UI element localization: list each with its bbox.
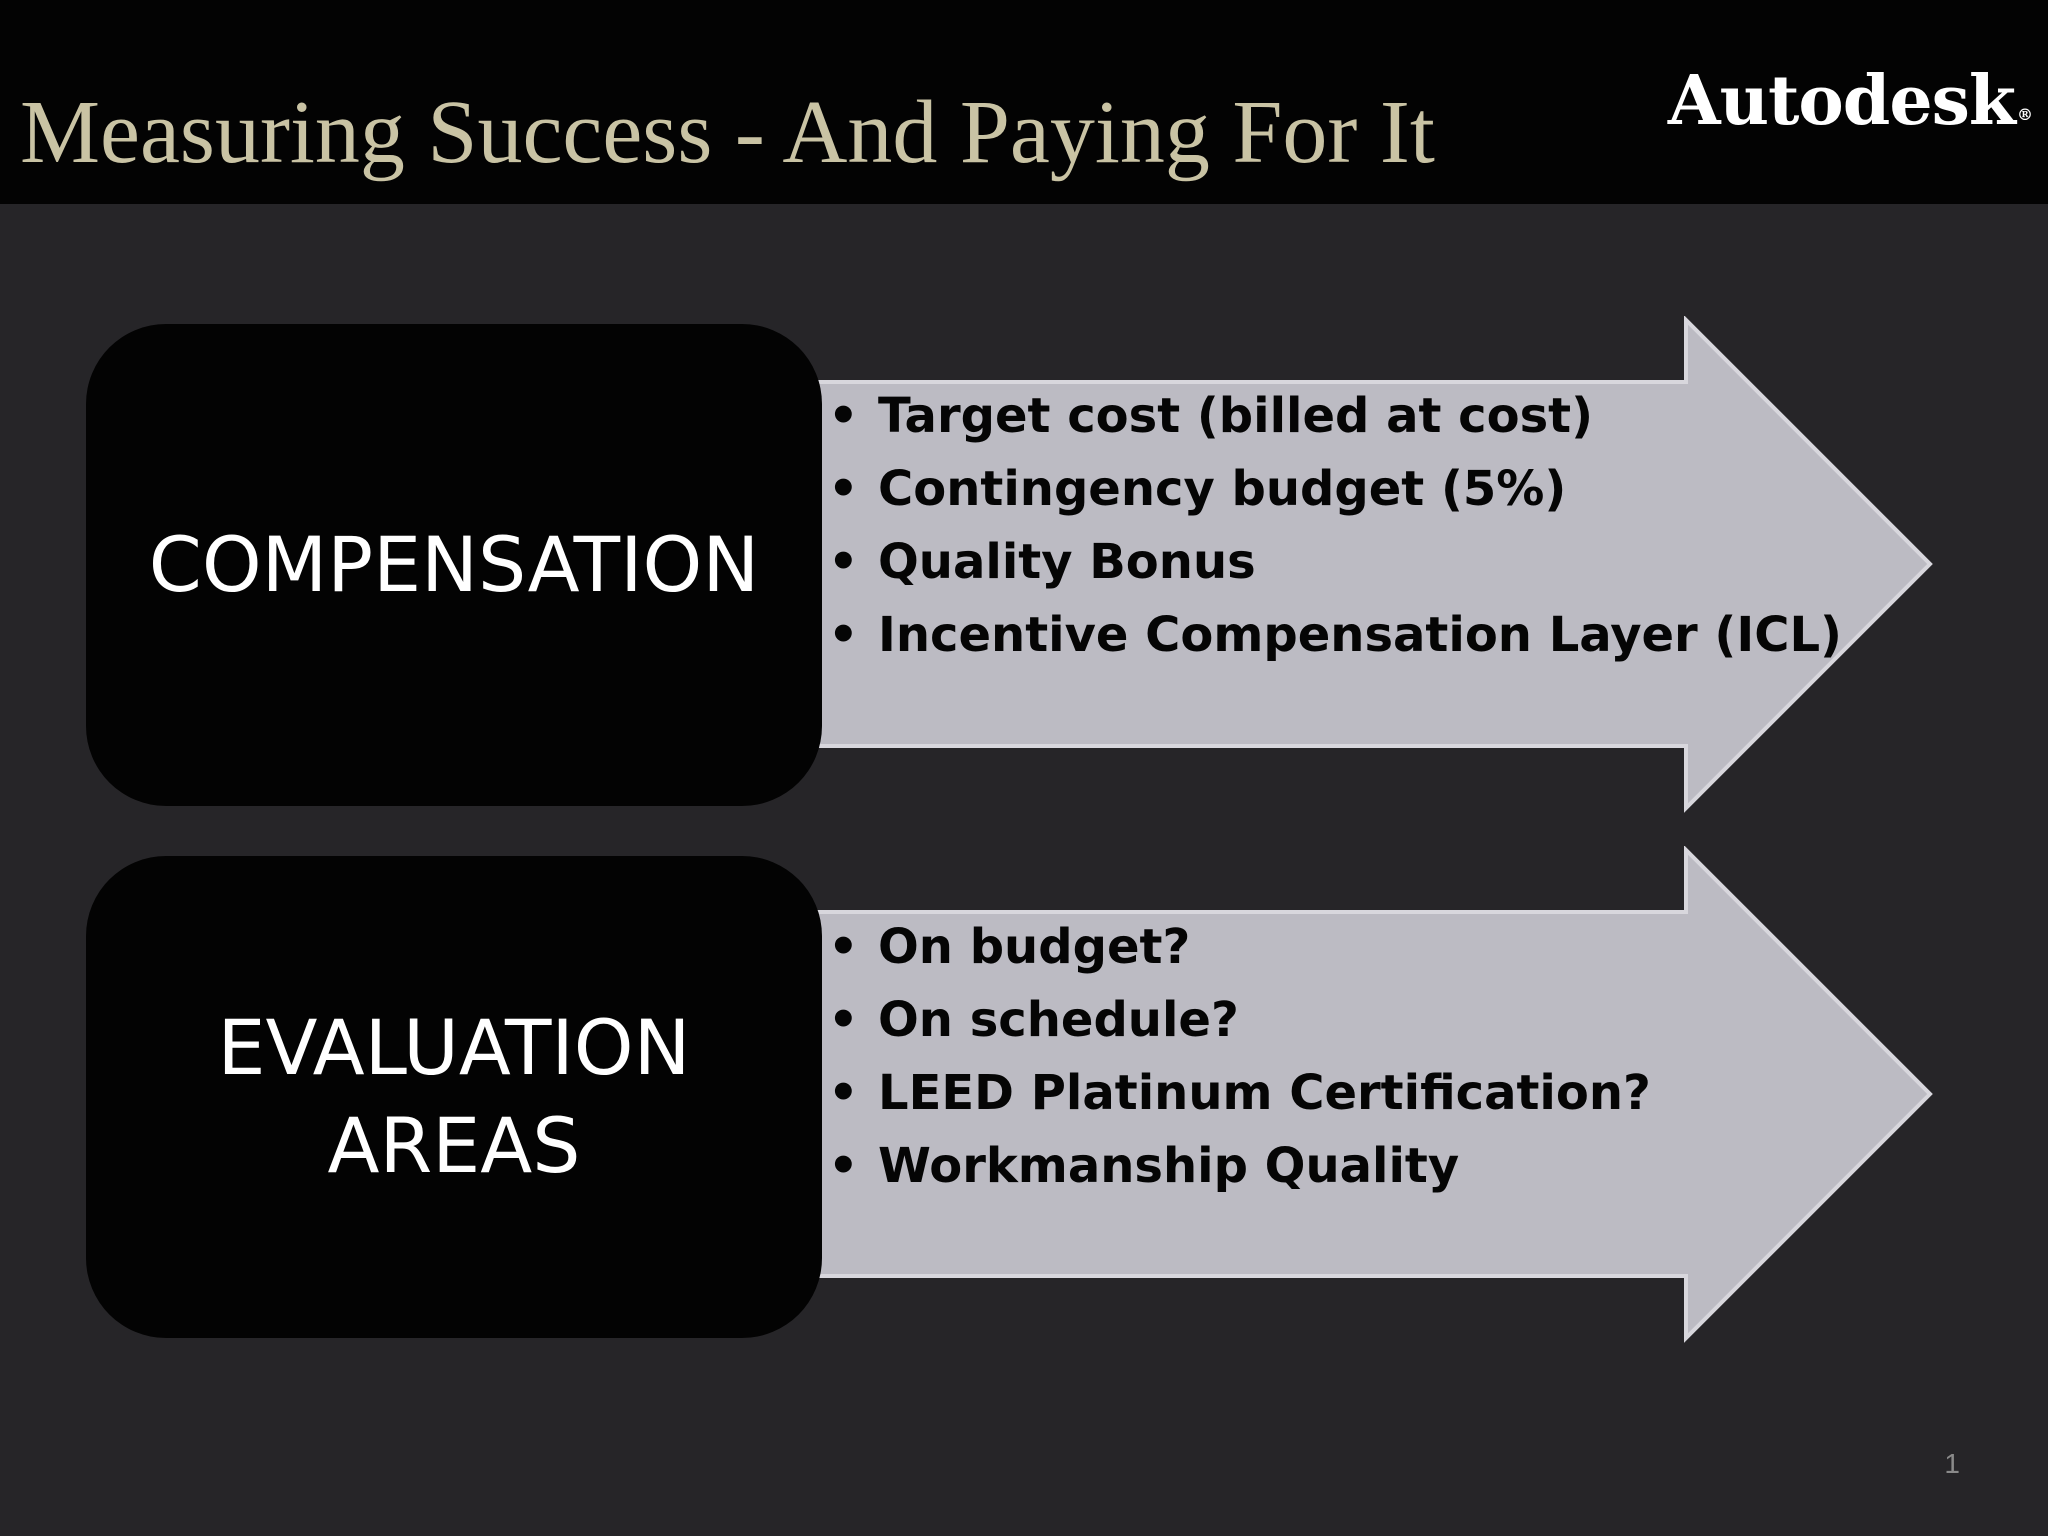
list-item: • On budget? [828,911,1651,984]
compensation-box: COMPENSATION [86,324,822,806]
bullet-icon: • [828,388,859,444]
bullet-icon: • [828,992,859,1048]
bullet-icon: • [828,1065,859,1121]
bullet-icon: • [828,1138,859,1194]
list-item-text: Quality Bonus [878,534,1256,590]
evaluation-label-line2: AREAS [327,1101,581,1190]
list-item-text: LEED Platinum Certification? [878,1065,1651,1121]
evaluation-label-line1: EVALUATION [217,1003,691,1092]
evaluation-areas-box: EVALUATION AREAS [86,856,822,1338]
slide-header [0,0,2048,204]
list-item-text: On schedule? [878,992,1239,1048]
compensation-arrow [760,316,1944,814]
bullet-icon: • [828,607,859,663]
list-item-text: Contingency budget (5%) [878,461,1567,517]
list-item: • Quality Bonus [828,526,1842,599]
list-item-text: On budget? [878,919,1191,975]
autodesk-logo: Autodesk® [1667,56,2033,146]
bullet-icon: • [828,534,859,590]
arrow-shape [760,846,1933,1343]
list-item: • Workmanship Quality [828,1130,1651,1203]
evaluation-bullet-list: • On budget? • On schedule? • LEED Platinum… [828,911,1651,1203]
compensation-label: COMPENSATION [148,520,760,609]
list-item-text: Incentive Compensation Layer (ICL) [878,607,1842,663]
bullet-icon: • [828,461,859,517]
evaluation-arrow [760,846,1944,1344]
list-item-text: Workmanship Quality [878,1138,1460,1194]
list-item: • Target cost (billed at cost) [828,380,1842,453]
bullet-icon: • [828,919,859,975]
list-item: • On schedule? [828,984,1651,1057]
compensation-bullet-list: • Target cost (billed at cost) • Contingen… [828,380,1842,672]
page-number: 1 [1944,1448,1960,1479]
logo-text: Autodesk [1667,61,2016,141]
list-item-text: Target cost (billed at cost) [878,388,1594,444]
slide-title: Measuring Success - And Paying For It [20,83,1435,182]
arrow-shape [760,316,1933,813]
registered-mark: ® [2017,105,2033,124]
list-item: • Contingency budget (5%) [828,453,1842,526]
list-item: • LEED Platinum Certification? [828,1057,1651,1130]
list-item: • Incentive Compensation Layer (ICL) [828,599,1842,672]
